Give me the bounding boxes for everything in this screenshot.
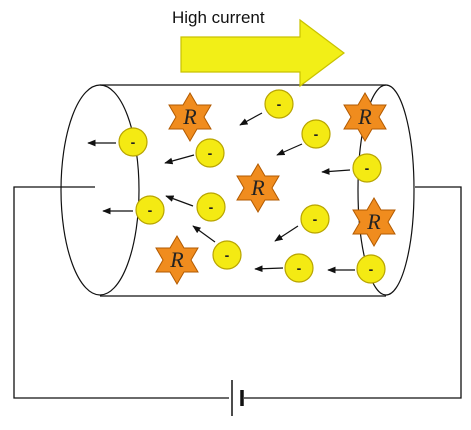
battery: [231, 380, 244, 416]
electron: -: [301, 119, 331, 149]
svg-text:R: R: [366, 209, 381, 234]
svg-text:-: -: [225, 247, 230, 263]
svg-text:R: R: [357, 104, 372, 129]
conductor-cylinder: [60, 84, 415, 297]
positive-ions: R R R R R: [155, 92, 396, 285]
svg-text:-: -: [209, 199, 214, 215]
electron: -: [352, 153, 382, 183]
ion: R: [352, 197, 396, 247]
electron: -: [212, 240, 242, 270]
svg-text:-: -: [314, 126, 319, 142]
svg-text:-: -: [313, 211, 318, 227]
current-arrow: [180, 18, 345, 88]
svg-text:-: -: [297, 260, 302, 276]
ion: R: [236, 163, 280, 213]
svg-text:R: R: [169, 247, 184, 272]
svg-text:-: -: [277, 96, 282, 112]
electron: -: [356, 254, 386, 284]
circuit-wire: [13, 186, 462, 399]
electron: -: [264, 89, 294, 119]
electron: -: [196, 192, 226, 222]
electron: -: [195, 138, 225, 168]
electron: -: [300, 204, 330, 234]
svg-text:-: -: [365, 160, 370, 176]
svg-text:-: -: [148, 202, 153, 218]
svg-text:R: R: [250, 175, 265, 200]
electron: -: [135, 195, 165, 225]
electron: -: [118, 127, 148, 157]
ion: R: [343, 92, 387, 142]
svg-text:-: -: [208, 145, 213, 161]
svg-text:-: -: [369, 261, 374, 277]
ion: R: [168, 92, 212, 142]
current-label: High current: [172, 8, 265, 27]
svg-text:-: -: [131, 134, 136, 150]
electrons: - - - - - - -: [118, 89, 386, 284]
ion: R: [155, 235, 199, 285]
svg-text:R: R: [182, 104, 197, 129]
electron: -: [284, 253, 314, 283]
electron-drift-arrows: [87, 112, 355, 274]
